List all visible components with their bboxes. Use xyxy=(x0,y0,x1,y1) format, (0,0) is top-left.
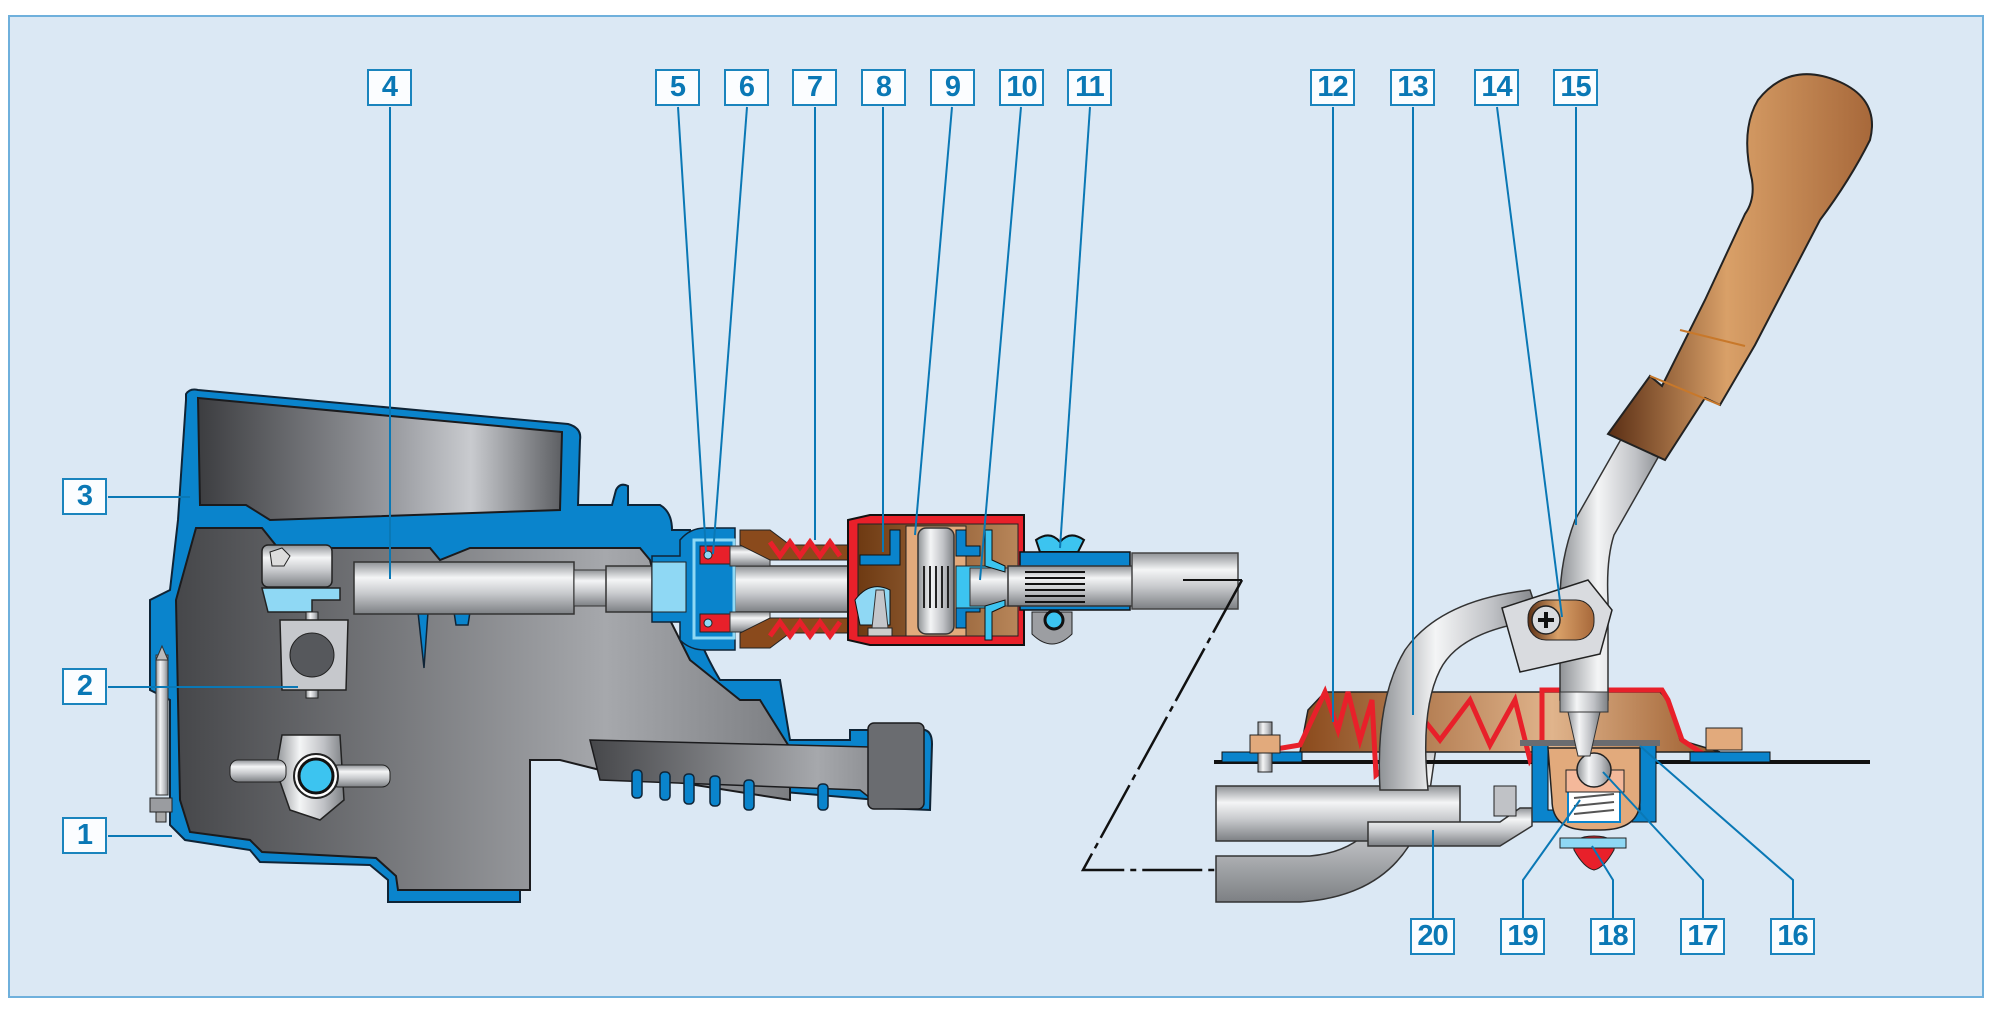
rod-seal-assembly xyxy=(651,527,771,651)
leader-9 xyxy=(914,106,953,536)
callout-9: 9 xyxy=(930,69,975,106)
hinge-housing xyxy=(847,514,1025,646)
callout-7: 7 xyxy=(792,69,837,106)
mount-plate-right xyxy=(1689,751,1771,763)
lever-pin xyxy=(1567,711,1601,757)
callout-10: 10 xyxy=(999,69,1044,106)
callout-18: 18 xyxy=(1590,918,1635,955)
housing-cover-body xyxy=(196,396,564,522)
leader-10 xyxy=(979,106,1022,581)
reverse-lock-rod xyxy=(1367,807,1533,847)
gear-knob xyxy=(1606,73,1873,462)
knob-ring xyxy=(1679,329,1746,347)
callout-14: 14 xyxy=(1474,69,1519,106)
rubber-boot xyxy=(739,529,851,649)
mount-nut-right xyxy=(1705,727,1743,751)
lever-collar xyxy=(1559,691,1609,713)
callout-17: 17 xyxy=(1680,918,1725,955)
leader-16 xyxy=(1639,745,1794,918)
callout-3: 3 xyxy=(62,478,107,515)
reverse-lock-bolt xyxy=(1493,785,1517,817)
callout-13: 13 xyxy=(1390,69,1435,106)
selector-lever xyxy=(229,544,391,821)
leader-18 xyxy=(1591,845,1614,918)
callout-1: 1 xyxy=(62,817,107,854)
leader-5 xyxy=(677,106,707,553)
leader-14 xyxy=(1496,106,1563,618)
knob-ring xyxy=(1649,375,1721,406)
callout-20: 20 xyxy=(1410,918,1455,955)
housing-stud-bolt xyxy=(149,644,173,823)
housing-fins xyxy=(631,769,829,811)
callout-8: 8 xyxy=(861,69,906,106)
callout-2: 2 xyxy=(62,668,107,705)
leader-lines xyxy=(108,106,1794,918)
callout-16: 16 xyxy=(1770,918,1815,955)
callout-15: 15 xyxy=(1553,69,1598,106)
mount-nut-left xyxy=(1249,734,1281,754)
callout-5: 5 xyxy=(655,69,700,106)
callout-6: 6 xyxy=(724,69,769,106)
leader-11 xyxy=(1059,106,1091,549)
callout-4: 4 xyxy=(367,69,412,106)
cross-screw-icon xyxy=(1538,612,1554,628)
leader-19 xyxy=(1522,799,1581,918)
lever-assembly xyxy=(1214,73,1873,903)
housing-boss xyxy=(867,722,925,810)
shift-lever-rod xyxy=(1378,589,1542,791)
boot-seal-red xyxy=(1269,685,1717,780)
extension-pipe xyxy=(1007,534,1242,645)
break-line xyxy=(1080,579,1244,872)
callout-11: 11 xyxy=(1067,69,1112,106)
callout-12: 12 xyxy=(1310,69,1355,106)
leader-6 xyxy=(712,106,748,555)
gearbox-housing xyxy=(149,388,934,903)
leader-17 xyxy=(1602,771,1704,918)
shift-rod xyxy=(353,561,915,615)
callout-19: 19 xyxy=(1500,918,1545,955)
